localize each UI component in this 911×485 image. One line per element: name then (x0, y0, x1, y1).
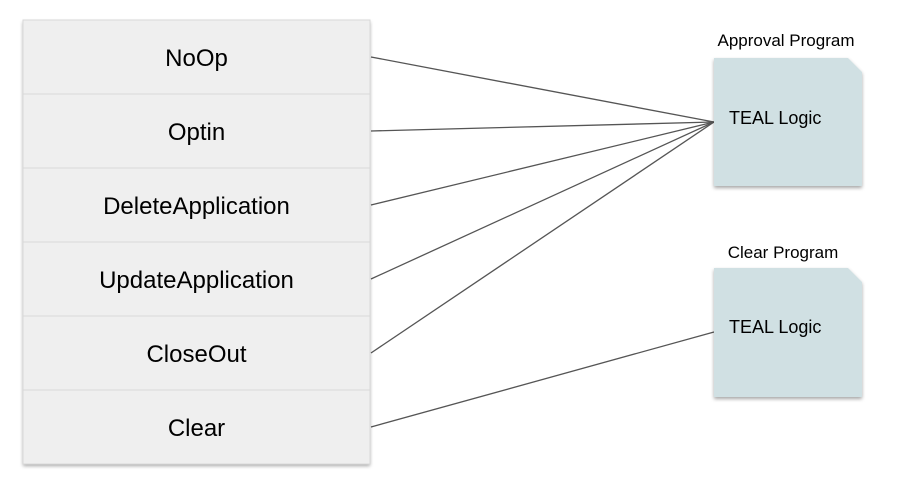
oncomplete-cell-box (22, 93, 371, 169)
oncomplete-cell-box (22, 167, 371, 243)
connector-lines (370, 56, 715, 428)
oncomplete-cell: CloseOut (22, 315, 371, 391)
clear-program-document (714, 268, 862, 397)
clear-program-title: Clear Program (728, 243, 839, 262)
oncomplete-cell: Optin (22, 93, 371, 169)
connector-line (370, 121, 715, 132)
connector-line (370, 121, 715, 280)
clear-program: Clear Program TEAL Logic (714, 243, 862, 397)
connector-line (370, 121, 715, 354)
oncomplete-cell-label: NoOp (165, 45, 228, 72)
oncomplete-cell-label: Optin (168, 119, 225, 146)
approval-program: Approval Program TEAL Logic (714, 31, 862, 186)
oncomplete-cell-box (22, 19, 371, 95)
oncomplete-cell-label: DeleteApplication (103, 193, 290, 220)
connector-line (370, 331, 715, 428)
oncomplete-cell: NoOp (22, 19, 371, 95)
oncomplete-cell: Clear (22, 389, 371, 465)
approval-program-body: TEAL Logic (729, 108, 821, 128)
oncomplete-cell-label: Clear (168, 415, 225, 442)
oncomplete-cell: DeleteApplication (22, 167, 371, 243)
oncomplete-cell-label: CloseOut (146, 341, 246, 368)
clear-program-body: TEAL Logic (729, 317, 821, 337)
oncomplete-stack: NoOpOptinDeleteApplicationUpdateApplicat… (22, 19, 371, 465)
connector-line (370, 121, 715, 206)
oncomplete-cell-box (22, 241, 371, 317)
oncomplete-cell-label: UpdateApplication (99, 267, 294, 294)
connector-line (370, 56, 715, 123)
oncomplete-cell: UpdateApplication (22, 241, 371, 317)
approval-program-title: Approval Program (717, 31, 854, 50)
oncomplete-cell-box (22, 389, 371, 465)
approval-program-document (714, 58, 862, 186)
